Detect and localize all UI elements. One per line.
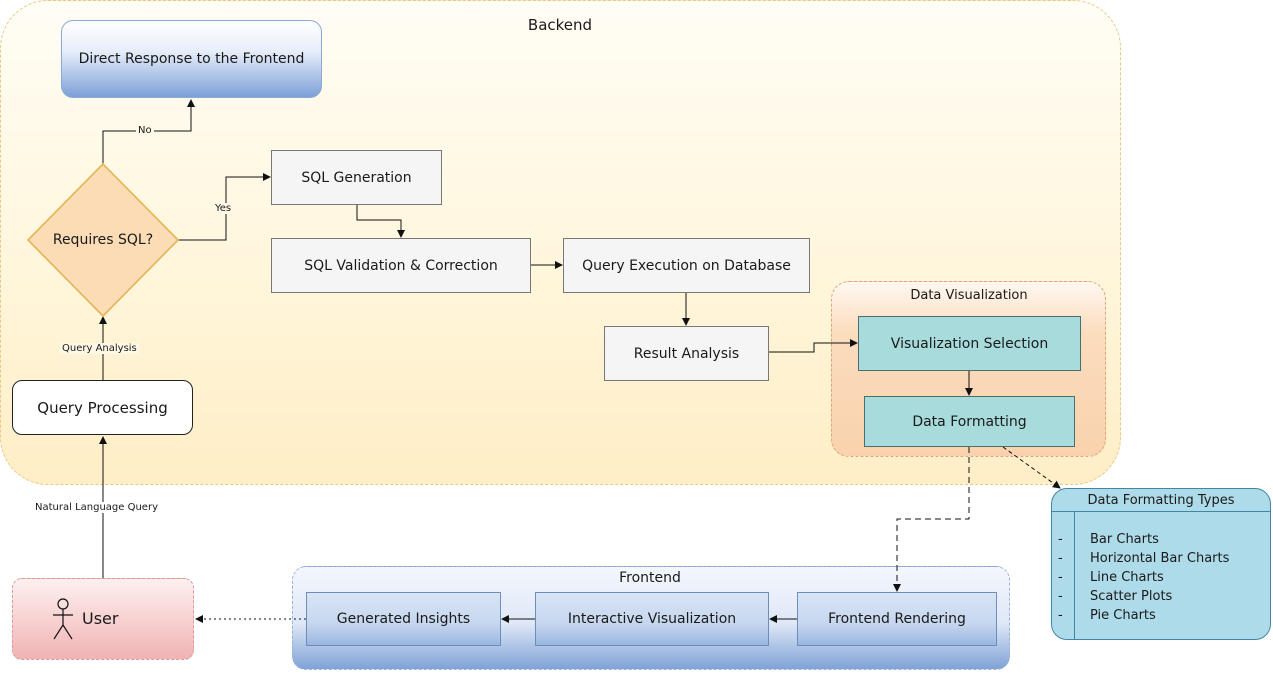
result-analysis-node: Result Analysis — [604, 326, 769, 381]
data-formatting-node: Data Formatting — [864, 396, 1075, 447]
edge-label-yes: Yes — [213, 203, 234, 214]
sql-validation-label: SQL Validation & Correction — [304, 257, 498, 274]
frontend-rendering-node: Frontend Rendering — [797, 592, 997, 646]
user-node — [12, 578, 194, 660]
edge-label-query-analysis: Query Analysis — [60, 343, 139, 354]
sql-validation-node: SQL Validation & Correction — [271, 238, 531, 293]
edge-analysis-to-selection — [769, 339, 858, 353]
data-visualization-title: Data Visualization — [910, 287, 1028, 303]
direct-response-label: Direct Response to the Frontend — [78, 51, 305, 67]
list-item-label: Bar Charts — [1090, 532, 1159, 547]
divider-horizontal — [1052, 511, 1270, 512]
sql-generation-label: SQL Generation — [301, 169, 412, 186]
query-execution-node: Query Execution on Database — [563, 238, 810, 293]
list-bullet: - — [1058, 570, 1063, 585]
edge-formatting-to-rendering — [893, 447, 970, 592]
result-analysis-label: Result Analysis — [633, 345, 740, 362]
edge-gen-to-validation — [356, 205, 405, 238]
list-bullet: - — [1058, 551, 1063, 566]
divider-vertical — [1074, 511, 1075, 639]
edge-label-natural-language-query: Natural Language Query — [33, 502, 160, 513]
backend-title: Backend — [527, 16, 593, 34]
list-item: - Horizontal Bar Charts — [1058, 549, 1268, 568]
list-bullet: - — [1058, 608, 1063, 623]
visualization-selection-node: Visualization Selection — [858, 316, 1081, 371]
data-formatting-types-list: - Bar Charts - Horizontal Bar Charts - L… — [1058, 530, 1268, 625]
frontend-title: Frontend — [619, 570, 681, 586]
interactive-visualization-label: Interactive Visualization — [567, 611, 737, 627]
list-item: - Bar Charts — [1058, 530, 1268, 549]
query-processing-node: Query Processing — [12, 380, 193, 435]
query-processing-label: Query Processing — [37, 398, 168, 417]
edge-formatting-to-types — [1002, 446, 1061, 489]
list-item: - Line Charts — [1058, 568, 1268, 587]
list-item-label: Pie Charts — [1090, 608, 1156, 623]
visualization-selection-label: Visualization Selection — [890, 335, 1049, 352]
requires-sql-label: Requires SQL? — [52, 232, 154, 248]
list-bullet: - — [1058, 589, 1063, 604]
list-item: - Pie Charts — [1058, 606, 1268, 625]
direct-response-node: Direct Response to the Frontend — [61, 20, 322, 98]
generated-insights-node: Generated Insights — [306, 592, 501, 646]
query-execution-label: Query Execution on Database — [582, 257, 791, 274]
list-item-label: Scatter Plots — [1090, 589, 1173, 604]
data-formatting-label: Data Formatting — [912, 413, 1027, 430]
list-item: - Scatter Plots — [1058, 587, 1268, 606]
frontend-rendering-label: Frontend Rendering — [828, 611, 966, 627]
stick-figure-icon — [53, 598, 73, 640]
interactive-visualization-node: Interactive Visualization — [535, 592, 769, 646]
list-item-label: Line Charts — [1090, 570, 1164, 585]
requires-sql-diamond — [26, 162, 180, 318]
user-label: User — [82, 609, 119, 628]
list-item-label: Horizontal Bar Charts — [1090, 551, 1230, 566]
data-formatting-types-title: Data Formatting Types — [1087, 492, 1235, 508]
sql-generation-node: SQL Generation — [271, 150, 442, 205]
edge-label-no: No — [136, 125, 154, 136]
data-formatting-types-node — [1051, 488, 1271, 640]
generated-insights-label: Generated Insights — [336, 611, 471, 627]
list-bullet: - — [1058, 532, 1063, 547]
